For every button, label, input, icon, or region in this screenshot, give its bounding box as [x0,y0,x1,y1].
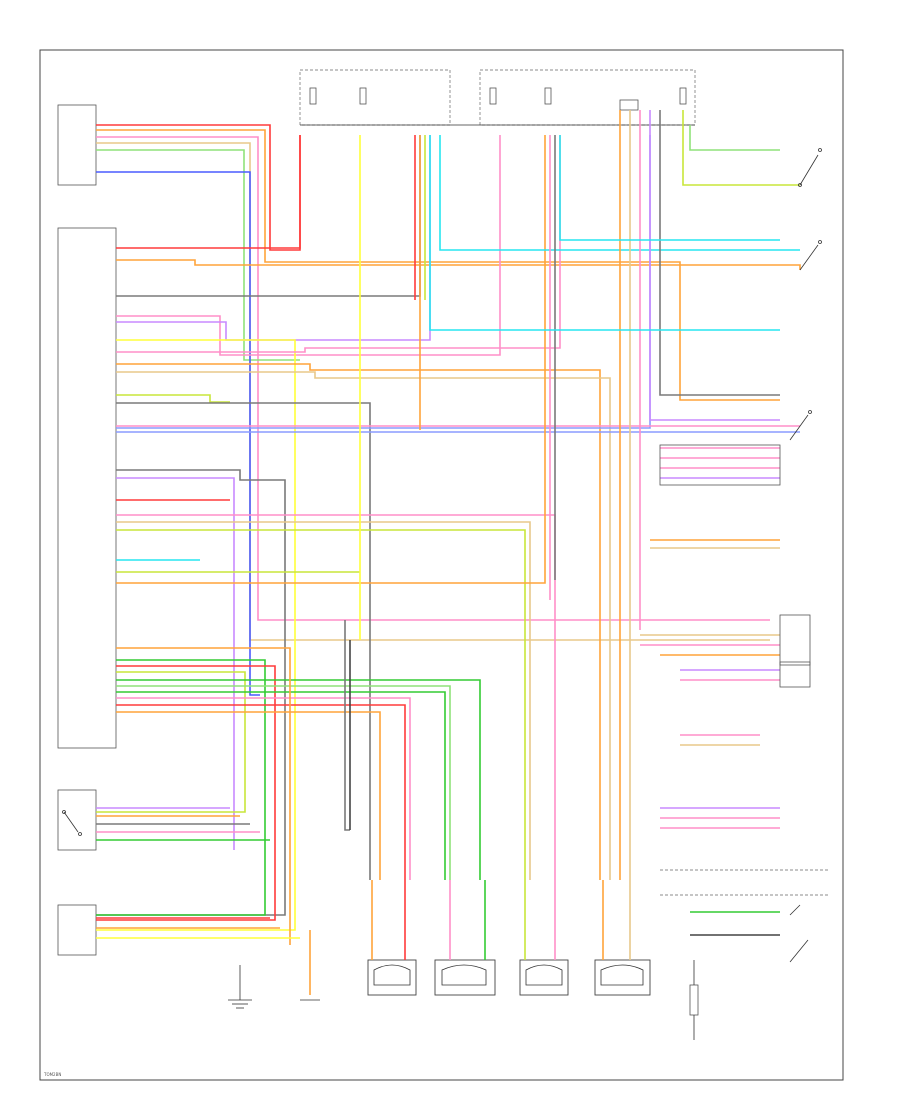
connector-block-bottom-left [57,904,97,956]
connector-box-right-2 [779,661,811,688]
footer-code: TOM2BN [43,1072,61,1077]
fuse-box-top [299,69,696,126]
connector-block-top-left [57,104,97,186]
wheel-speed-sensor-rf [367,959,417,996]
abs-control-module [57,227,117,749]
switch-icon [62,810,82,836]
diagram-frame [39,49,844,1081]
wire-harness [96,110,801,945]
wheel-speed-sensor-lr [594,959,651,996]
connector-box-right-3 [659,444,781,486]
brake-switch-icon [789,148,822,963]
fuse-icon [309,87,687,111]
connector-box-right-1 [779,614,811,666]
relay-icon [689,960,699,1040]
wheel-speed-sensor-rr [519,959,569,996]
sensor-leads [371,880,631,960]
ground-icon [228,930,320,1009]
wheel-speed-sensor-lf [434,959,496,996]
connector-block-mid-left [57,789,97,851]
